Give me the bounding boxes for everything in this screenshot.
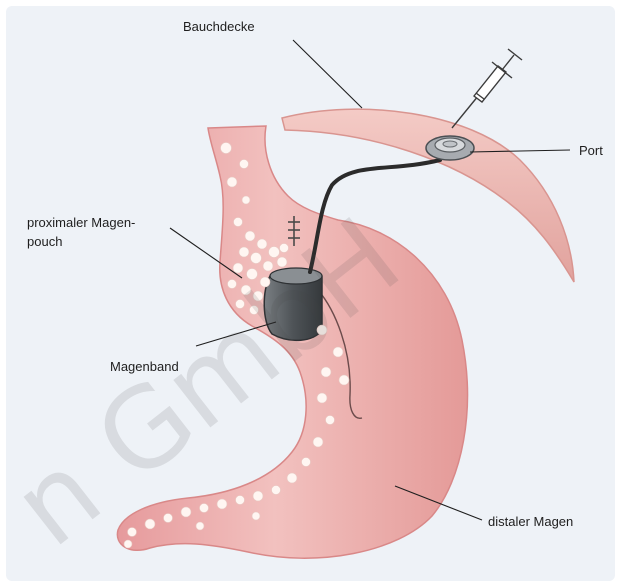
label-magenband: Magenband	[110, 358, 179, 375]
label-port: Port	[579, 142, 603, 159]
label-bauchdecke: Bauchdecke	[183, 18, 255, 35]
label-distaler-magen: distaler Magen	[488, 513, 573, 530]
port-device	[426, 136, 474, 160]
label-pouch-line2: pouch	[27, 233, 62, 250]
label-pouch-line1: proximaler Magen-	[27, 214, 135, 231]
gastric-band-top	[270, 268, 322, 284]
